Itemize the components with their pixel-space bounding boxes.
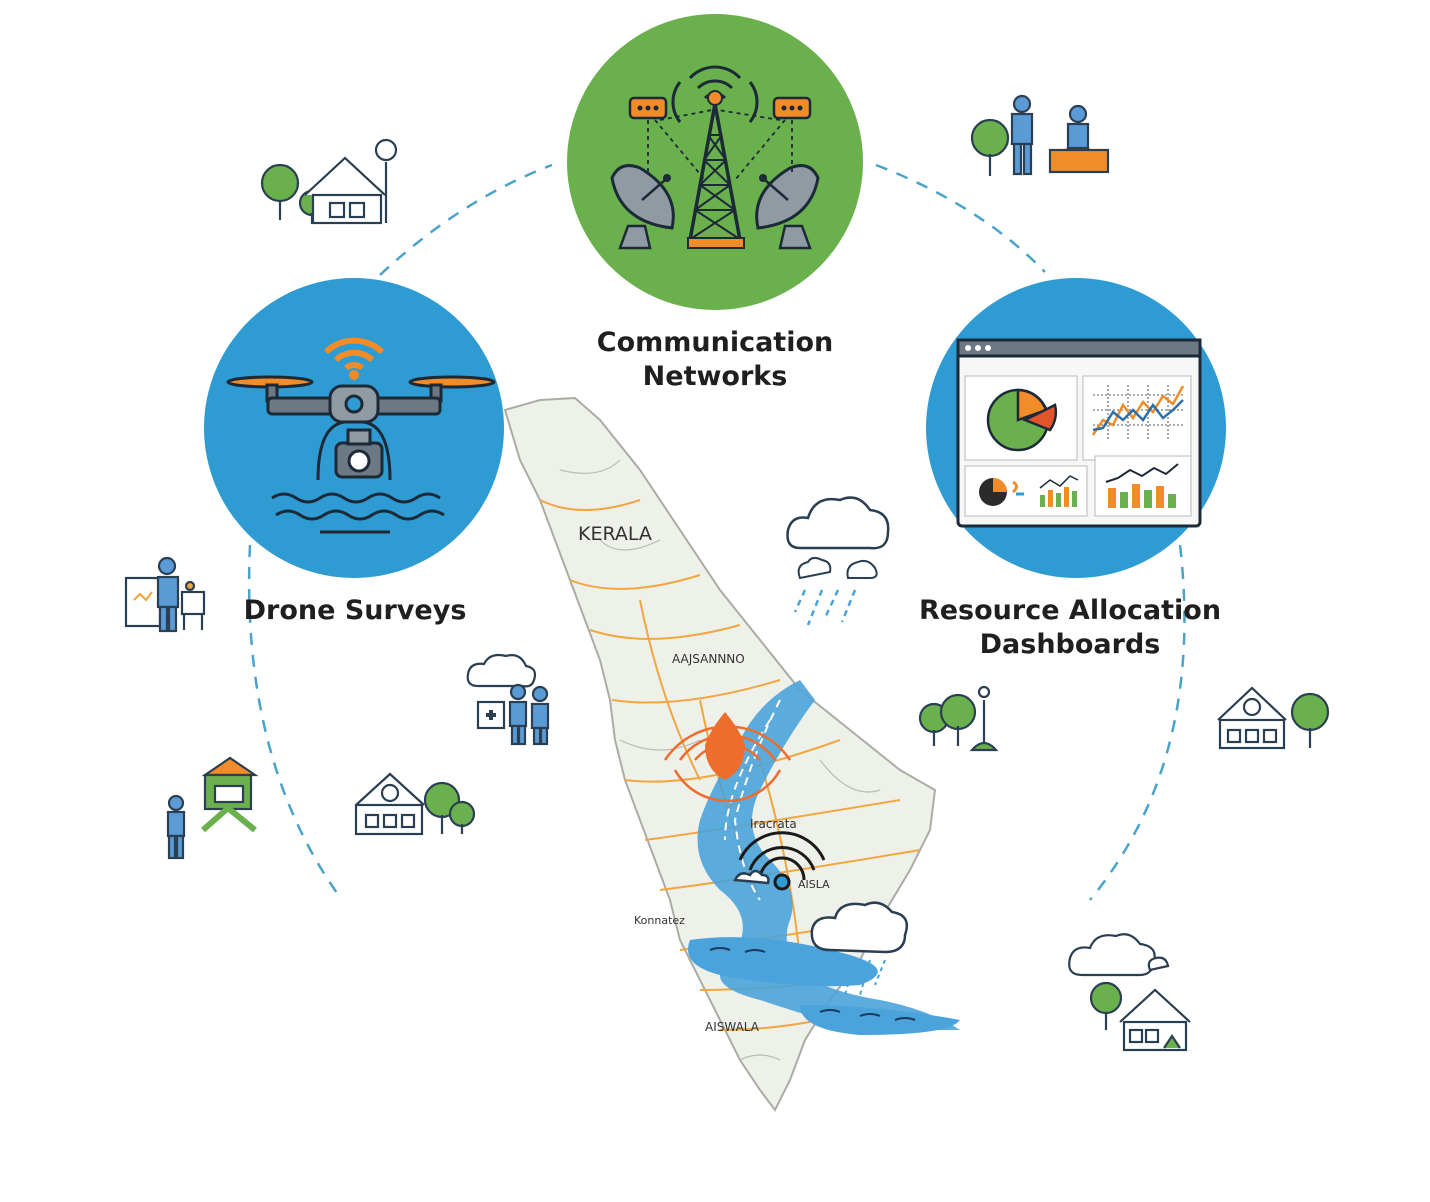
trees-with-lamp-icon <box>918 685 999 752</box>
place-label: AAJSANNNO <box>672 652 745 666</box>
dashed-ring <box>247 163 1186 901</box>
place-label: Iracrata <box>750 817 797 831</box>
satellite-dish-left-icon <box>610 164 675 250</box>
map-rain-cloud-icon <box>810 901 909 996</box>
water-waves-icon <box>271 492 445 534</box>
district-borders-grey <box>559 459 881 1061</box>
communication-node <box>567 14 863 310</box>
dashboard-label-line2: Dashboards <box>979 629 1161 660</box>
pie-chart-icon <box>986 388 1058 452</box>
house-with-tree-icon <box>1217 686 1330 750</box>
presentation-worker-icon <box>124 556 206 633</box>
rain-cloud-icon <box>786 496 890 626</box>
satellite-dish-right-icon <box>755 164 820 250</box>
house-with-trees-icon <box>260 138 398 225</box>
drone-label: Drone Surveys <box>220 594 490 628</box>
bar-chart-icon <box>1105 463 1179 508</box>
drone-node <box>204 278 504 578</box>
place-label: AISLA <box>798 878 830 891</box>
bar-chart-small-icon <box>1039 475 1079 507</box>
small-pie-icon <box>979 478 1024 506</box>
map-cloud-small-icon <box>733 869 770 885</box>
drone-label-line1: Drone Surveys <box>243 595 467 626</box>
alert-marker-icon <box>705 712 745 780</box>
flood-river <box>688 680 960 1035</box>
house-with-trees-icon <box>354 772 476 836</box>
dashboard-window-icon <box>956 338 1202 528</box>
line-graph-icon <box>1091 385 1185 440</box>
communication-label-line1: Communication <box>596 327 834 358</box>
place-label: Konnatez <box>634 914 685 927</box>
wifi-signal-icon <box>323 337 385 371</box>
medical-team-icon <box>466 653 550 746</box>
region-label: KERALA <box>578 523 652 545</box>
workers-icon <box>970 94 1110 176</box>
cloud-house-icon <box>1068 933 1191 1052</box>
dashboard-label: Resource Allocation Dashboards <box>910 594 1230 662</box>
drone-icon <box>226 375 496 481</box>
communication-label-line2: Networks <box>642 361 788 392</box>
map-signal-icon <box>738 831 826 891</box>
communication-label: Communication Networks <box>560 326 870 394</box>
place-label: AISWALA <box>705 1020 760 1034</box>
message-bubble-icon <box>628 96 812 181</box>
shelter-worker-icon <box>166 756 259 860</box>
dashboard-label-line1: Resource Allocation <box>918 595 1222 626</box>
radio-tower-icon <box>671 65 759 249</box>
dashboard-node <box>926 278 1226 578</box>
